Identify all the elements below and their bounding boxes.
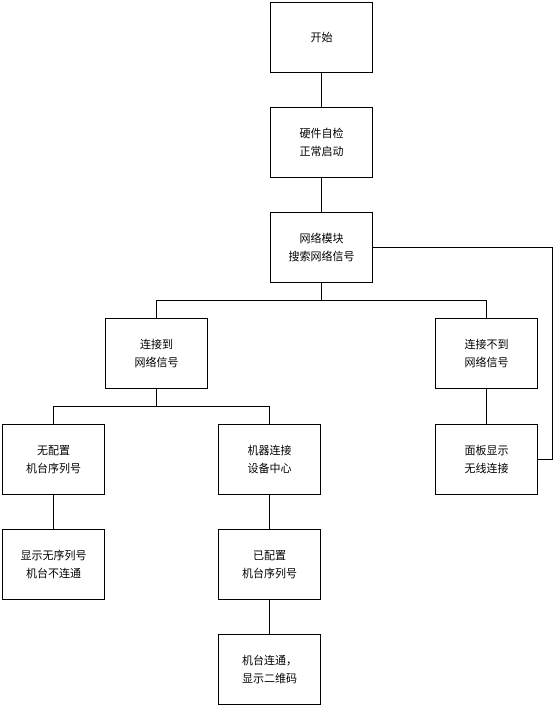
configured-label-1: 已配置 — [253, 548, 286, 562]
no-config-node: 无配置 机台序列号 — [2, 424, 105, 495]
device-center-label-1: 机器连接 — [247, 443, 292, 457]
start-label: 开始 — [310, 30, 333, 44]
panel-wireless-label-2: 无线连接 — [464, 461, 509, 475]
search-node: 网络模块 搜索网络信号 — [270, 212, 373, 283]
start-node: 开始 — [270, 2, 373, 73]
not-connected-label-2: 网络信号 — [464, 355, 509, 369]
edge-subbranch-bar — [53, 406, 270, 424]
search-label-2: 搜索网络信号 — [288, 249, 355, 263]
device-center-node: 机器连接 设备中心 — [218, 424, 321, 495]
selftest-node: 硬件自检 正常启动 — [270, 107, 373, 178]
show-no-serial-node: 显示无序列号 机台不连通 — [2, 529, 105, 600]
panel-wireless-label-1: 面板显示 — [464, 443, 509, 457]
connected-node: 连接到 网络信号 — [105, 318, 208, 389]
search-label-1: 网络模块 — [299, 231, 344, 245]
show-no-serial-label-1: 显示无序列号 — [20, 548, 87, 562]
configured-node: 已配置 机台序列号 — [218, 529, 321, 600]
edge-branch-bar — [156, 300, 487, 318]
connected-label-2: 网络信号 — [134, 355, 179, 369]
device-center-label-2: 设备中心 — [247, 461, 292, 475]
no-config-label-2: 机台序列号 — [26, 461, 81, 475]
machine-connected-node: 机台连通， 显示二维码 — [218, 634, 321, 705]
selftest-label-1: 硬件自检 — [299, 126, 344, 140]
panel-wireless-node: 面板显示 无线连接 — [435, 424, 538, 495]
configured-label-2: 机台序列号 — [242, 566, 297, 580]
no-config-label-1: 无配置 — [37, 443, 70, 457]
not-connected-label-1: 连接不到 — [464, 337, 509, 351]
machine-connected-label-1: 机台连通， — [242, 653, 297, 667]
selftest-label-2: 正常启动 — [299, 144, 344, 158]
machine-connected-label-2: 显示二维码 — [242, 671, 297, 685]
show-no-serial-label-2: 机台不连通 — [26, 566, 81, 580]
connected-label-1: 连接到 — [140, 337, 173, 351]
edge-search-panel-loop — [373, 247, 553, 460]
not-connected-node: 连接不到 网络信号 — [435, 318, 538, 389]
